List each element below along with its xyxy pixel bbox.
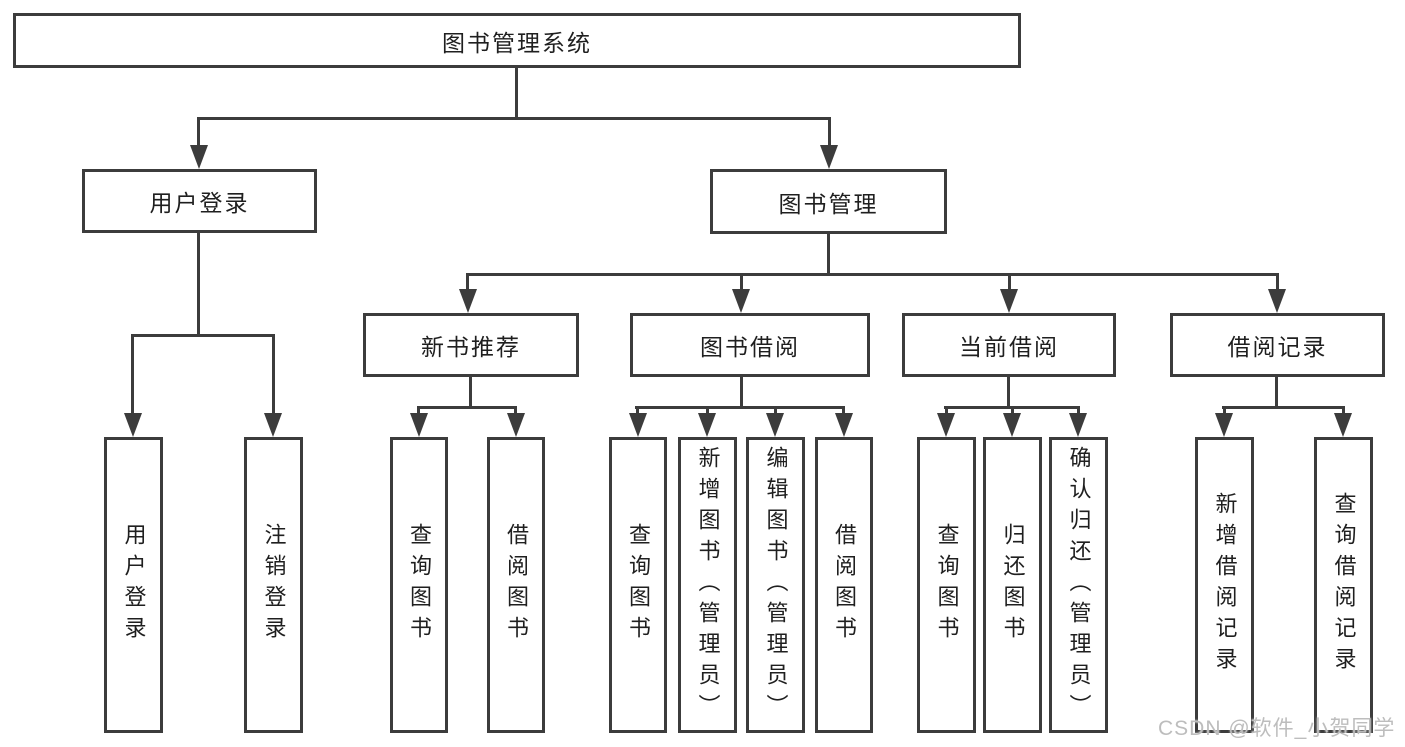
arrow-down-icon [937,413,955,437]
connector-root-stem [515,68,518,119]
node-label: 新增图书（管理员） [695,445,721,725]
connector-drop-current-borrow [1008,273,1011,291]
arrow-down-icon [1000,289,1018,313]
node-label: 归还图书 [1000,523,1026,647]
arrow-down-icon [190,145,208,169]
connector-drop-leaf [945,406,948,415]
node-book-borrow: 图书借阅 [630,313,870,377]
node-label: 图书借阅 [700,334,800,360]
arrow-down-icon [1215,413,1233,437]
connector-drop-leaf [1077,406,1080,415]
connector-drop-book-borrow [740,273,743,291]
node-label: 借阅图书 [832,523,857,647]
arrow-down-icon [1069,413,1087,437]
arrow-down-icon [124,413,142,437]
connector-drop-leaf [1342,406,1345,415]
connector-drop-leaf [417,406,420,415]
node-label: 图书管理 [778,190,879,217]
node-leaf-return-books: 归还图书 [983,437,1042,733]
node-label: 用户登录 [121,523,147,647]
connector-drop-borrow-records [1276,273,1279,291]
connector-drop-user-login [197,117,200,147]
node-label: 查询图书 [934,523,960,647]
connector-drop-leaf [272,334,275,415]
connector-drop-new-book-recommend [466,273,469,291]
node-label: 查询借阅记录 [1331,492,1357,678]
arrow-down-icon [459,289,477,313]
arrow-down-icon [1334,413,1352,437]
arrow-down-icon [835,413,853,437]
node-leaf-borrow-books: 借阅图书 [815,437,873,733]
node-current-borrow: 当前借阅 [902,313,1116,377]
connector-new-book-recommend-bus [417,406,517,409]
arrow-down-icon [410,413,428,437]
arrow-down-icon [698,413,716,437]
connector-drop-leaf [1011,406,1014,415]
connector-book-management-stem [827,234,830,275]
node-label: 借阅记录 [1227,334,1328,360]
node-leaf-query-books-current: 查询图书 [917,437,976,733]
connector-borrow-records-stem [1275,377,1278,408]
node-library-management-system: 图书管理系统 [13,13,1021,68]
connector-drop-leaf [706,406,709,415]
node-leaf-user-login: 用户登录 [104,437,163,733]
node-new-book-recommend: 新书推荐 [363,313,579,377]
arrow-down-icon [264,413,282,437]
node-leaf-edit-books-admin: 编辑图书（管理员） [746,437,805,733]
node-label: 新书推荐 [421,334,521,360]
node-label: 编辑图书（管理员） [763,445,789,725]
connector-drop-leaf [636,406,639,415]
node-leaf-add-books-admin: 新增图书（管理员） [678,437,737,733]
connector-new-book-recommend-stem [469,377,472,408]
connector-book-borrow-bus [635,406,845,409]
node-label: 确认归还（管理员） [1066,445,1092,725]
connector-drop-leaf [842,406,845,415]
node-borrow-records: 借阅记录 [1170,313,1385,377]
node-label: 注销登录 [261,523,287,647]
arrow-down-icon [629,413,647,437]
arrow-down-icon [507,413,525,437]
connector-drop-leaf [1223,406,1226,415]
node-leaf-logout-login: 注销登录 [244,437,303,733]
arrow-down-icon [1003,413,1021,437]
node-label: 新增借阅记录 [1212,492,1238,678]
connector-drop-leaf [131,334,134,415]
connector-book-borrow-stem [740,377,743,408]
node-label: 图书管理系统 [442,29,592,56]
arrow-down-icon [1268,289,1286,313]
node-user-login: 用户登录 [82,169,317,233]
node-label: 借阅图书 [504,523,529,647]
connector-user-login-stem [197,233,200,336]
node-leaf-add-borrow-record: 新增借阅记录 [1195,437,1254,733]
connector-user-login-bus [131,334,275,337]
node-book-management: 图书管理 [710,169,947,234]
connector-current-borrow-stem [1007,377,1010,408]
node-leaf-query-books-borrow: 查询图书 [609,437,667,733]
node-leaf-confirm-return-admin: 确认归还（管理员） [1049,437,1108,733]
node-leaf-query-borrow-record: 查询借阅记录 [1314,437,1373,733]
arrow-down-icon [732,289,750,313]
node-label: 用户登录 [149,190,250,216]
csdn-watermark: CSDN @软件_小贺同学 [1158,717,1396,740]
connector-drop-leaf [774,406,777,415]
connector-drop-book-management [828,117,831,147]
node-leaf-query-books-recommend: 查询图书 [390,437,448,733]
arrow-down-icon [766,413,784,437]
node-label: 查询图书 [626,523,651,647]
node-label: 当前借阅 [959,334,1059,360]
node-leaf-borrow-books-recommend: 借阅图书 [487,437,545,733]
connector-level2-bus [197,117,831,120]
connector-borrow-records-bus [1222,406,1345,409]
node-label: 查询图书 [407,523,432,647]
connector-level3-bus [466,273,1279,276]
arrow-down-icon [820,145,838,169]
connector-drop-leaf [514,406,517,415]
